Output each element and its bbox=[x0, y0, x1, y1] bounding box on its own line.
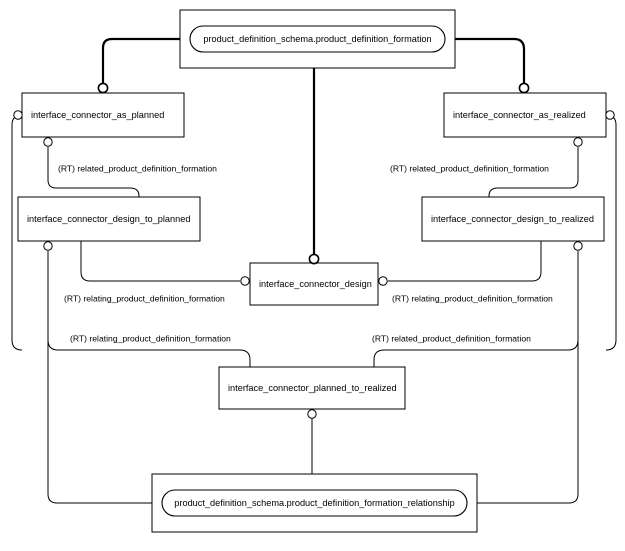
connection-conn-design-to-planned-to-design bbox=[80, 241, 240, 282]
port-port-as-realized-right bbox=[605, 110, 615, 120]
entity-box bbox=[249, 262, 379, 306]
connection-conn-design-to-planned-to-planned-to-realized bbox=[47, 251, 251, 367]
port-port-design-right bbox=[378, 276, 388, 286]
entity-box bbox=[421, 196, 605, 242]
edge-label-halo: (RT) related_product_definition_formatio… bbox=[58, 163, 217, 173]
connection-conn-pdf-to-as-planned bbox=[101, 37, 180, 83]
schema-ref-pds-pdf: product_definition_schema.product_defini… bbox=[179, 9, 456, 69]
schema-ref-pill bbox=[161, 489, 468, 517]
port-port-design-top bbox=[308, 253, 320, 265]
schema-ref-label: product_definition_schema.product_defini… bbox=[203, 34, 431, 44]
connection-conn-pdf-to-as-realized bbox=[455, 37, 526, 83]
port-port-as-planned-bottom bbox=[43, 137, 53, 147]
port-layer bbox=[13, 82, 615, 419]
entity-label: interface_connector_as_planned bbox=[31, 110, 164, 120]
entity-label: interface_connector_design_to_planned bbox=[27, 214, 190, 224]
entity-ic-design: interface_connector_design bbox=[249, 262, 379, 306]
port-port-design-to-planned-bottom bbox=[43, 241, 53, 251]
port-port-as-realized-bottom bbox=[573, 137, 583, 147]
connection-conn-as-planned-to-design-to-planned bbox=[47, 147, 140, 197]
entity-box bbox=[21, 92, 185, 138]
edge-label-halo: (RT) related_product_definition_formatio… bbox=[372, 333, 531, 343]
entity-label: interface_connector_as_realized bbox=[453, 110, 586, 120]
edge-label-layer: (RT) related_product_definition_formatio… bbox=[56, 162, 554, 345]
edge-label-lbl-rt-relating-left-mid: (RT) relating_product_definition_formati… bbox=[64, 293, 225, 303]
entity-ic-as-planned: interface_connector_as_planned bbox=[21, 92, 185, 138]
connection-conn-design-to-realized-to-design bbox=[388, 241, 542, 282]
entity-label: interface_connector_planned_to_realized bbox=[228, 383, 397, 393]
edge-label-lbl-rt-relating-right-mid: (RT) relating_product_definition_formati… bbox=[392, 293, 553, 303]
port-port-as-planned-top bbox=[97, 82, 109, 94]
connection-conn-as-realized-right-to-pdfr bbox=[605, 114, 617, 351]
entity-ic-design-to-realized: interface_connector_design_to_realized bbox=[421, 196, 605, 242]
edge-label-lbl-rt-related-right-low: (RT) related_product_definition_formatio… bbox=[372, 333, 531, 343]
edge-label-lbl-rt-related-right-top: (RT) related_product_definition_formatio… bbox=[390, 163, 549, 173]
port-port-as-planned-left bbox=[13, 110, 23, 120]
port-port-as-realized-top bbox=[518, 82, 530, 94]
schema-ref-pill bbox=[189, 25, 446, 53]
connection-conn-design-to-realized-to-planned-to-realized bbox=[373, 251, 579, 367]
connection-conn-design-to-planned-down-to-pdfr bbox=[47, 251, 152, 504]
port-port-design-to-realized-bottom bbox=[573, 241, 583, 251]
port-port-design-left bbox=[240, 276, 250, 286]
entity-ic-planned-to-realized: interface_connector_planned_to_realized bbox=[218, 366, 406, 410]
edge-label-halo: (RT) relating_product_definition_formati… bbox=[70, 333, 231, 343]
entity-box bbox=[17, 196, 201, 242]
schema-ref-pds-pdfr: product_definition_schema.product_defini… bbox=[151, 473, 478, 533]
edge-label-halo: (RT) relating_product_definition_formati… bbox=[64, 293, 225, 303]
connection-conn-as-realized-to-design-to-realized bbox=[488, 147, 579, 197]
connection-conn-design-to-realized-down-to-pdfr bbox=[477, 251, 579, 504]
port-port-planned-to-realized-bottom bbox=[307, 409, 317, 419]
edge-label-lbl-rt-relating-left-low: (RT) relating_product_definition_formati… bbox=[70, 333, 231, 343]
edge-label-halo: (RT) relating_product_definition_formati… bbox=[392, 293, 553, 303]
entity-ic-as-realized: interface_connector_as_realized bbox=[443, 92, 607, 138]
entity-label: interface_connector_design bbox=[259, 279, 372, 289]
entity-ic-design-to-planned: interface_connector_design_to_planned bbox=[17, 196, 201, 242]
schema-ref-label: product_definition_schema.product_defini… bbox=[174, 498, 454, 508]
edge-label-halo: (RT) related_product_definition_formatio… bbox=[390, 163, 549, 173]
entity-label: interface_connector_design_to_realized bbox=[431, 214, 594, 224]
node-layer: product_definition_schema.product_defini… bbox=[17, 9, 607, 533]
entity-box bbox=[218, 366, 406, 410]
edge-label-lbl-rt-related-left-top: (RT) related_product_definition_formatio… bbox=[58, 163, 217, 173]
